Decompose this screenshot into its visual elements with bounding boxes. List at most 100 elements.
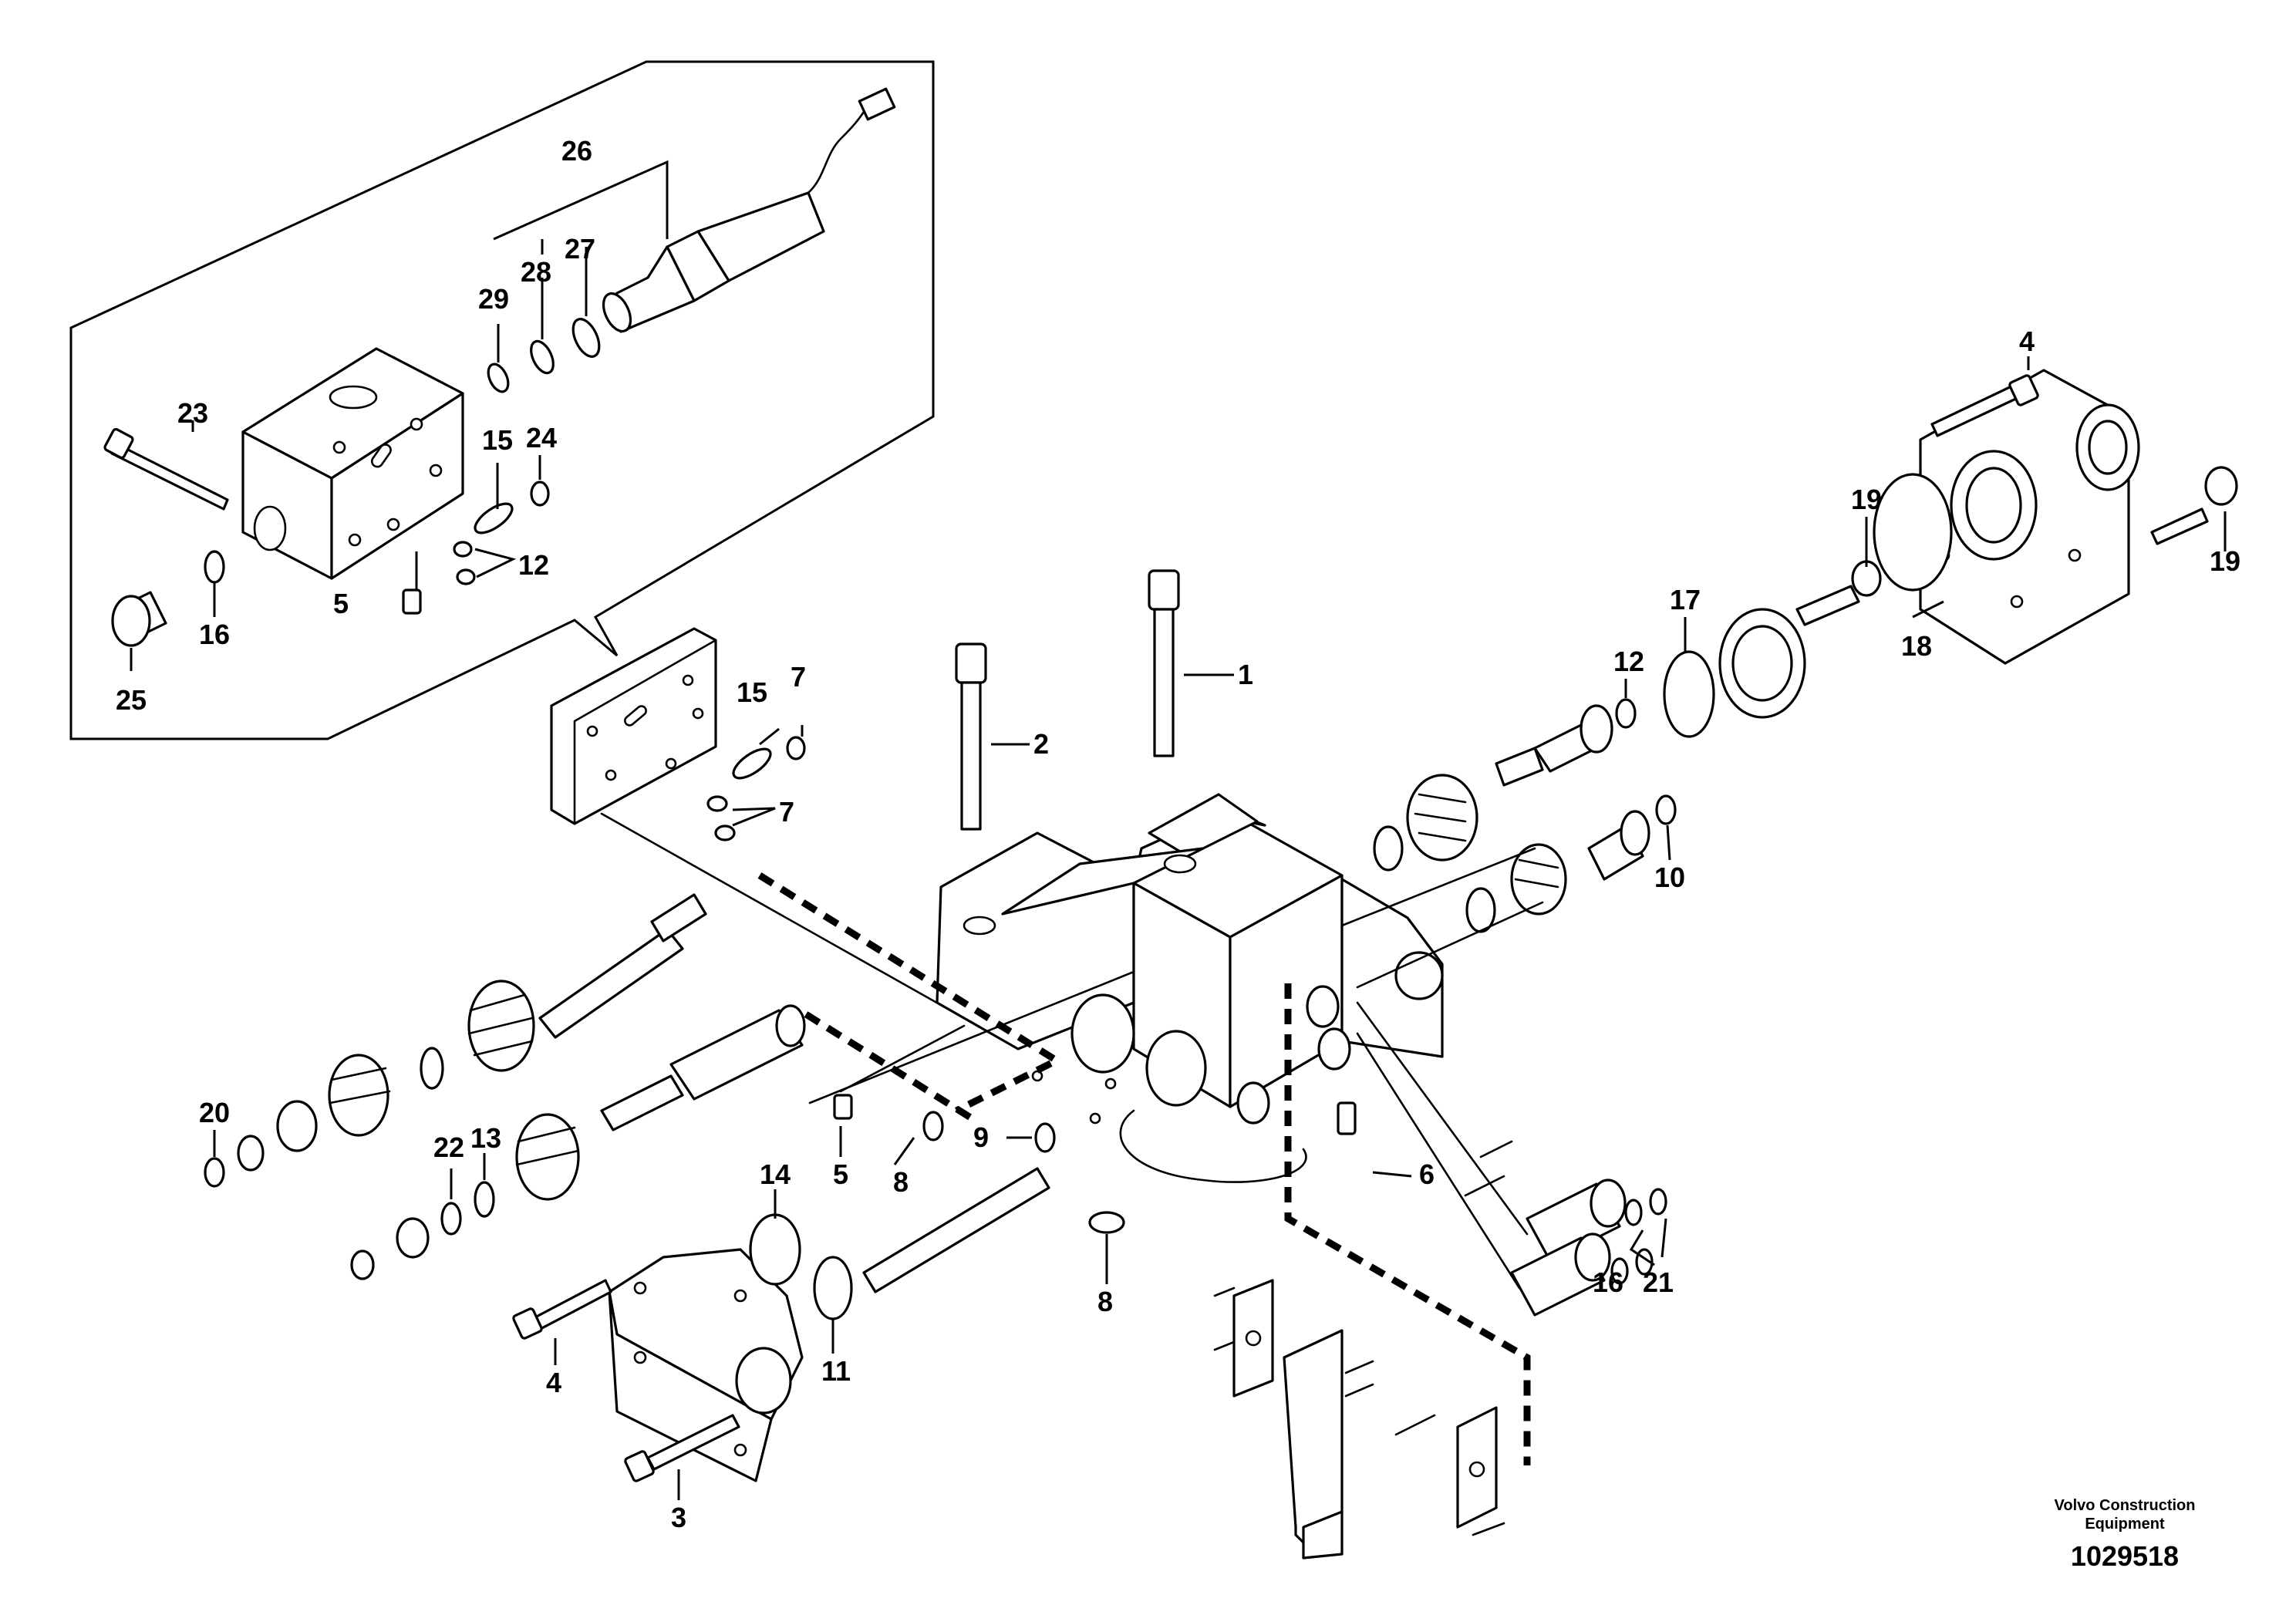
callout-19-right: 19 (2210, 545, 2240, 577)
o-ring-17 (1663, 650, 1715, 738)
bolt-2 (955, 642, 987, 831)
bolt-1 (1148, 569, 1180, 757)
plug-19 (1795, 560, 1882, 626)
dashed-route-2 (804, 1011, 974, 1121)
callout-20: 20 (199, 1097, 230, 1128)
o-ring-16 (1624, 1199, 1643, 1226)
o-ring-10 (1655, 794, 1677, 825)
callout-1: 1 (1238, 659, 1253, 690)
bolt-4-lower (512, 1279, 612, 1340)
callout-6: 6 (1419, 1158, 1435, 1190)
o-ring-16b (1610, 1257, 1629, 1285)
o-ring-15-inset (474, 502, 514, 534)
washer-20 (237, 1135, 265, 1172)
o-ring-9 (1034, 1122, 1056, 1153)
bolt-23 (103, 427, 229, 511)
callout-27: 27 (565, 233, 595, 265)
callout-15: 15 (737, 676, 767, 708)
o-ring-12b (456, 568, 476, 585)
callout-14: 14 (760, 1158, 791, 1190)
spring-right-lower (1510, 843, 1567, 916)
callout-3: 3 (671, 1502, 686, 1533)
o-ring-14 (749, 1213, 801, 1286)
callout-28: 28 (521, 256, 551, 288)
cover-plate-lower (608, 1248, 804, 1482)
callout-4-right: 4 (2019, 325, 2035, 357)
callout-9: 9 (973, 1121, 989, 1153)
piston-rod (862, 1167, 1050, 1293)
callout-22: 22 (433, 1131, 464, 1163)
spool-cap-17 (1718, 608, 1806, 719)
callout-5: 5 (833, 1158, 848, 1190)
o-ring-8 (1088, 1211, 1125, 1234)
inset-frame (69, 60, 935, 740)
o-ring-12 (1615, 698, 1637, 729)
callout-7-lower: 7 (779, 796, 794, 828)
o-ring-13 (474, 1181, 495, 1218)
pilot-valve-housing (241, 347, 464, 580)
document-number: 1029518 (2071, 1540, 2179, 1572)
callout-26: 26 (561, 135, 592, 167)
callout-leaders (130, 160, 2227, 1500)
gasket-6 (1119, 1109, 1307, 1183)
callout-11: 11 (821, 1355, 851, 1387)
plug-19-right (2150, 466, 2238, 545)
plug-left-lower (350, 1217, 430, 1280)
o-ring-24 (530, 481, 550, 507)
plug-25 (111, 591, 167, 647)
o-ring-7c (714, 824, 736, 841)
spring-20 (276, 1100, 318, 1152)
main-valve-body (936, 793, 1444, 1125)
solenoid-valve (602, 87, 896, 333)
dowel-pin (1337, 1101, 1357, 1135)
callout-16-inset: 16 (199, 619, 230, 650)
callout-5-inset: 5 (333, 588, 349, 619)
brand-line-1: Volvo Construction (2055, 1497, 2196, 1514)
valve-spool-left (538, 893, 707, 1039)
dashed-route-3 (1284, 983, 1531, 1465)
adapter-plate (550, 627, 717, 825)
o-ring-20 (204, 1157, 225, 1188)
o-ring-28 (530, 339, 555, 375)
callout-8-lower: 8 (1097, 1286, 1113, 1317)
o-ring-22 (440, 1202, 462, 1236)
callout-23: 23 (177, 397, 208, 429)
pistons-right (1464, 1140, 1627, 1317)
callout-2: 2 (1033, 728, 1049, 760)
poppet-10 (1587, 810, 1650, 881)
o-ring-7a (786, 736, 806, 760)
spring-13 (515, 1113, 580, 1201)
callout-19: 19 (1851, 484, 1882, 515)
bolt-4-right (1930, 374, 2039, 437)
washer-right-upper (1373, 825, 1404, 872)
callout-12: 12 (1613, 646, 1644, 677)
lever-linkage (1213, 1279, 1505, 1560)
brand-line-2: Equipment (2085, 1516, 2165, 1533)
bolt-3 (624, 1414, 740, 1482)
o-ring-8-upper (922, 1111, 944, 1141)
callout-21: 21 (1643, 1266, 1674, 1298)
o-ring-27 (571, 318, 601, 358)
o-ring-18 (1873, 473, 1953, 592)
spring-right-upper (1406, 774, 1478, 862)
seal-ring-right (2075, 403, 2140, 491)
callout-29: 29 (478, 283, 509, 315)
assembly-lines (600, 812, 1544, 1290)
o-ring-11 (813, 1256, 853, 1320)
callout-15-inset: 15 (482, 424, 513, 456)
callout-13: 13 (470, 1122, 501, 1154)
sleeve-left-lower (600, 1004, 806, 1131)
spring-left-mid (328, 1054, 391, 1137)
callout-24: 24 (526, 422, 557, 454)
o-ring-7b (706, 795, 728, 812)
callout-16: 16 (1593, 1266, 1623, 1298)
o-ring-21a (1649, 1188, 1667, 1216)
callout-18: 18 (1901, 630, 1932, 662)
set-screw-5 (833, 1094, 853, 1120)
o-ring-12a (453, 541, 473, 558)
spring-left-upper (467, 980, 535, 1072)
callout-12-inset: 12 (518, 549, 549, 581)
snap-ring-left-upper (420, 1047, 444, 1090)
callout-17: 17 (1670, 584, 1701, 615)
